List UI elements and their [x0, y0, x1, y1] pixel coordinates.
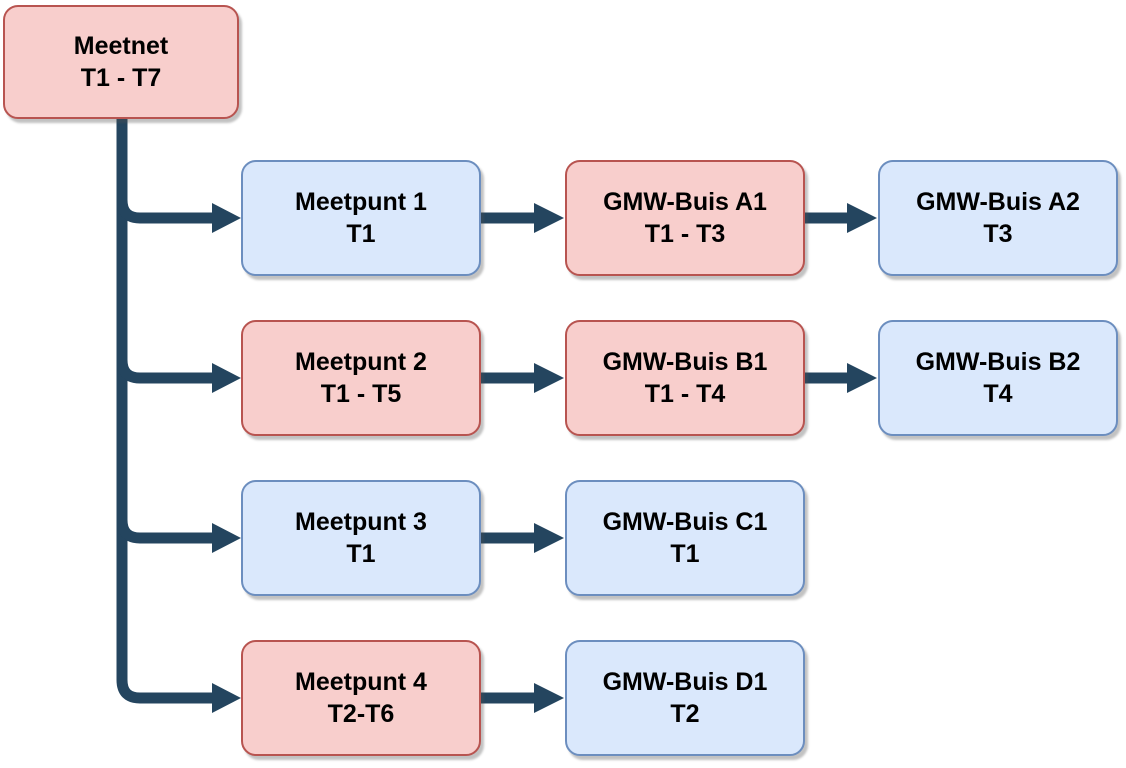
node-title: GMW-Buis A1 [603, 188, 767, 216]
node-title: GMW-Buis B2 [915, 348, 1081, 376]
arrowhead-r1-c2c3 [847, 203, 877, 233]
connector-branch-row3 [116, 470, 212, 544]
node-meetnet: Meetnet T1 - T7 [3, 5, 239, 119]
node-gmw-buis-a2: GMW-Buis A2 T3 [878, 160, 1118, 276]
node-subtitle: T1 [346, 540, 376, 568]
node-subtitle: T1 [346, 220, 376, 248]
arrowhead-r2-c2c3 [847, 363, 877, 393]
node-gmw-buis-d1: GMW-Buis D1 T2 [565, 640, 805, 756]
node-subtitle: T4 [983, 380, 1013, 408]
node-title: Meetpunt 3 [295, 508, 427, 536]
node-meetpunt-4: Meetpunt 4 T2-T6 [241, 640, 481, 756]
arrowhead-branch-row1 [212, 203, 241, 233]
node-title: Meetpunt 4 [295, 668, 427, 696]
node-subtitle: T1 - T4 [644, 380, 726, 408]
node-title: GMW-Buis A2 [916, 188, 1080, 216]
connector-branch-row1 [116, 150, 212, 224]
node-gmw-buis-b2: GMW-Buis B2 T4 [878, 320, 1118, 436]
arrowhead-r2-c1c2 [534, 363, 564, 393]
node-subtitle: T2-T6 [327, 700, 395, 728]
node-meetpunt-1: Meetpunt 1 T1 [241, 160, 481, 276]
arrowhead-r3-c1c2 [534, 523, 564, 553]
node-gmw-buis-a1: GMW-Buis A1 T1 - T3 [565, 160, 805, 276]
node-title: Meetnet [73, 32, 169, 60]
arrowhead-branch-row2 [212, 363, 241, 393]
connector-branch-row2 [116, 310, 212, 384]
node-subtitle: T1 - T7 [80, 64, 162, 92]
node-title: Meetpunt 2 [295, 348, 427, 376]
arrowhead-r1-c1c2 [534, 203, 564, 233]
node-subtitle: T1 - T5 [320, 380, 402, 408]
node-subtitle: T1 [670, 540, 700, 568]
arrowhead-branch-row3 [212, 523, 241, 553]
node-subtitle: T1 - T3 [644, 220, 726, 248]
arrowhead-r4-c1c2 [534, 683, 564, 713]
node-subtitle: T2 [670, 700, 700, 728]
connector-trunk [116, 119, 212, 704]
node-gmw-buis-c1: GMW-Buis C1 T1 [565, 480, 805, 596]
node-meetpunt-2: Meetpunt 2 T1 - T5 [241, 320, 481, 436]
node-title: GMW-Buis C1 [602, 508, 768, 536]
node-title: GMW-Buis B1 [602, 348, 768, 376]
node-subtitle: T3 [983, 220, 1013, 248]
arrowhead-branch-row4 [212, 683, 241, 713]
node-meetpunt-3: Meetpunt 3 T1 [241, 480, 481, 596]
node-title: Meetpunt 1 [295, 188, 427, 216]
node-gmw-buis-b1: GMW-Buis B1 T1 - T4 [565, 320, 805, 436]
node-title: GMW-Buis D1 [602, 668, 768, 696]
